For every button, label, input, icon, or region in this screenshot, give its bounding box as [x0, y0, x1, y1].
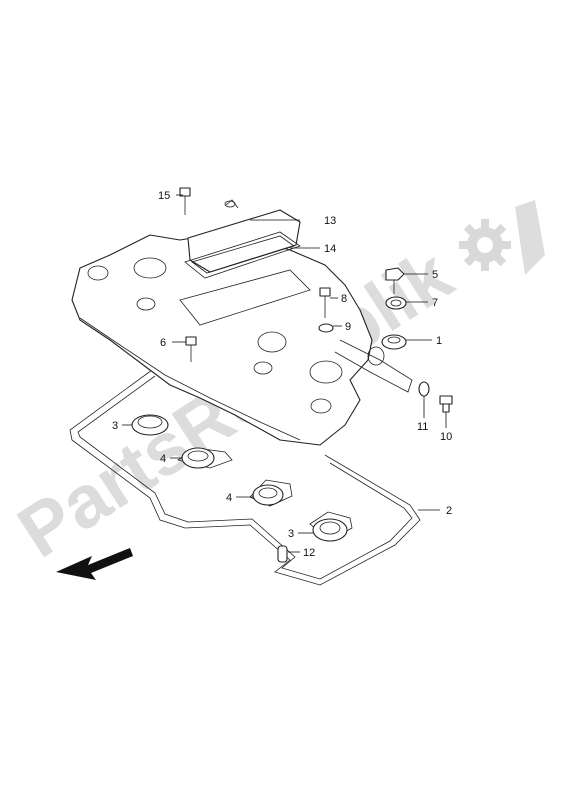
plug-seal-3-upper — [131, 414, 169, 436]
callout-10: 10 — [440, 431, 452, 443]
plug-10 — [439, 395, 453, 413]
dowel-pin-12 — [277, 545, 288, 563]
callout-3-upper: 3 — [112, 420, 118, 432]
grommet-1 — [381, 334, 407, 350]
breather-cover — [187, 199, 301, 273]
callout-labels: 15 13 14 5 7 8 9 1 6 11 10 3 4 4 3 2 12 — [112, 190, 452, 559]
breather-cover-gasket — [184, 231, 301, 279]
front-direction-arrow-icon — [56, 548, 133, 580]
callout-14: 14 — [324, 243, 336, 255]
callout-1: 1 — [436, 335, 442, 347]
gear-icon — [459, 200, 545, 275]
bolt-15 — [179, 187, 191, 215]
callout-8: 8 — [341, 293, 347, 305]
leader-lines — [122, 194, 447, 553]
callout-4-lower: 4 — [226, 492, 232, 504]
bolt-6 — [185, 336, 197, 362]
callout-7: 7 — [432, 297, 438, 309]
washer-7 — [385, 296, 407, 310]
callout-6: 6 — [160, 337, 166, 349]
callout-12: 12 — [303, 547, 315, 559]
plug-seal-3-lower — [309, 511, 353, 542]
washer-9 — [318, 323, 334, 333]
bolt-5 — [385, 267, 405, 294]
callout-4-upper: 4 — [160, 453, 166, 465]
washer-11 — [418, 381, 430, 397]
callout-3-lower: 3 — [288, 528, 294, 540]
callout-9: 9 — [345, 321, 351, 333]
cylinder-head-cover — [71, 231, 413, 446]
bolt-8 — [319, 287, 331, 318]
callout-2: 2 — [446, 505, 452, 517]
callout-15: 15 — [158, 190, 170, 202]
plug-seal-4-lower — [249, 479, 293, 507]
callout-11: 11 — [417, 421, 428, 433]
callout-5: 5 — [432, 269, 438, 281]
cylinder-head-cover-gasket — [69, 369, 421, 586]
callout-13: 13 — [324, 215, 336, 227]
